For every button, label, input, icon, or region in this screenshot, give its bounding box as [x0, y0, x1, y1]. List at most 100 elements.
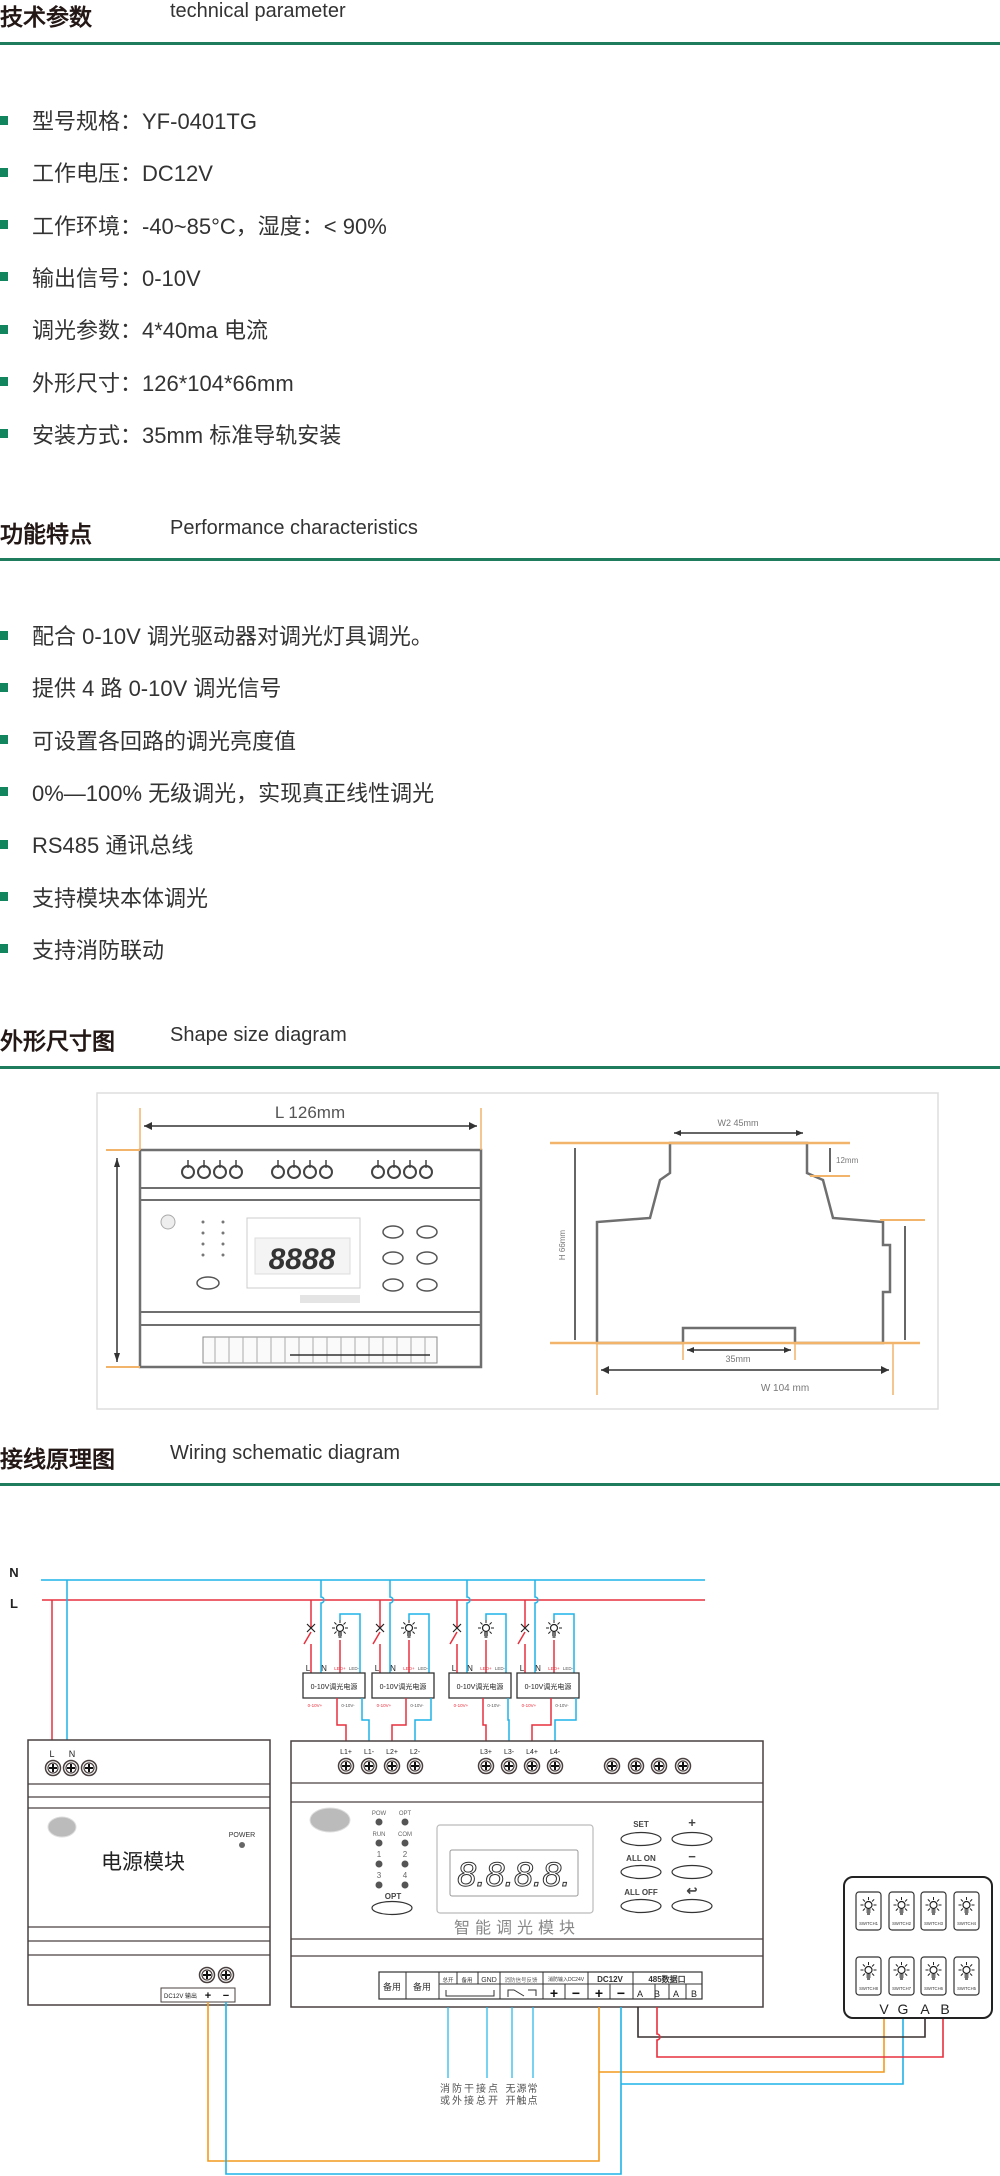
- led-dot: [201, 1231, 205, 1235]
- opt-button-label: OPT: [385, 1892, 402, 1901]
- terminal-ring: [409, 1760, 421, 1772]
- plus-icon: [365, 1762, 373, 1770]
- switch-icon: [452, 1623, 462, 1633]
- power-led: [239, 1842, 245, 1848]
- switch-label: SWITCH4: [957, 1921, 977, 1926]
- keypad-switch-button[interactable]: [920, 1891, 947, 1931]
- bus-label-n: N: [9, 1565, 18, 1580]
- bulb-icon: [962, 1965, 971, 1975]
- bulb-icon: [404, 1623, 414, 1633]
- terminal-ring: [526, 1760, 538, 1772]
- button-label: SET: [633, 1820, 649, 1829]
- switch-icon: [520, 1623, 530, 1633]
- keypad-switch-button[interactable]: [888, 1891, 915, 1931]
- section-title-cn: 功能特点: [0, 522, 92, 548]
- terminal-label: L3-: [504, 1749, 515, 1756]
- bulb-ray: [412, 1631, 416, 1635]
- switch-label: SWITCH5: [957, 1986, 977, 1991]
- bulb-icon: [929, 1900, 938, 1910]
- signal-minus-wire: [554, 1698, 577, 1741]
- keypad-switch-button[interactable]: [953, 1891, 980, 1931]
- bulb-ray: [969, 1963, 973, 1967]
- bulb-icon: [897, 1965, 906, 1975]
- driver-neutral-wire: [534, 1580, 539, 1673]
- keypad-pin-label: V: [879, 2001, 889, 2017]
- list-item: 工作电压：DC12V: [0, 157, 213, 187]
- bullet-square-icon: [0, 324, 8, 334]
- section-title-en: Performance characteristics: [170, 517, 418, 539]
- led-minus-label: LED-: [349, 1666, 360, 1671]
- keypad-button[interactable]: [671, 1831, 713, 1847]
- list-item-text: 安装方式：35mm 标准导轨安装: [32, 422, 342, 448]
- terminal-ring: [630, 1760, 642, 1772]
- section-title-en: Wiring schematic diagram: [170, 1442, 401, 1464]
- driver-n-label: N: [390, 1664, 396, 1673]
- keypad-button[interactable]: [671, 1898, 713, 1914]
- bulb-ray: [969, 1973, 973, 1977]
- fire-feedback-label: 消防信号反馈: [504, 1976, 538, 1984]
- bullet-square-icon: [0, 272, 8, 282]
- keypad-button[interactable]: [620, 1831, 662, 1847]
- led-label: POW: [372, 1811, 387, 1817]
- list-item: 可设置各回路的调光亮度值: [0, 725, 296, 755]
- plus-sign: +: [595, 1985, 603, 2001]
- led-minus-wire: [553, 1613, 575, 1673]
- keypad-button[interactable]: [671, 1864, 713, 1880]
- bulb-ray: [960, 1963, 964, 1967]
- power-module-name: 电源模块: [101, 1851, 185, 1874]
- keypad-switch-button[interactable]: [888, 1956, 915, 1996]
- led-dot: [221, 1220, 225, 1224]
- section-header-shape-size: 外形尺寸图 Shape size diagram: [0, 1022, 1000, 1062]
- plus-icon: [632, 1762, 640, 1770]
- led-dot: [221, 1231, 225, 1235]
- bulb-icon: [897, 1900, 906, 1910]
- dimming-driver-box: [516, 1672, 580, 1699]
- section-divider: [0, 1066, 1000, 1069]
- plus-sign: +: [550, 1985, 558, 2001]
- led-dot: [201, 1220, 205, 1224]
- switch-label: SWITCH6: [924, 1986, 944, 1991]
- bulb-ray: [904, 1973, 908, 1977]
- signal-minus-wire: [507, 1698, 510, 1741]
- bulb-ray: [927, 1963, 931, 1967]
- bulb-ray: [960, 1908, 964, 1912]
- bus-terminal-label: B: [654, 1989, 660, 1999]
- keypad-button[interactable]: [620, 1898, 662, 1914]
- switch-icon: [375, 1623, 385, 1633]
- list-item: 支持消防联动: [0, 934, 164, 964]
- bulb-icon: [864, 1900, 873, 1910]
- plus-icon: [551, 1762, 559, 1770]
- note-text: 消防干接点: [440, 2082, 500, 2095]
- keypad-switch-button[interactable]: [953, 1956, 980, 1996]
- terminal-label: L2+: [386, 1749, 398, 1756]
- terminal-ring: [480, 1760, 492, 1772]
- terminal-ring: [47, 1762, 59, 1774]
- terminal-ring: [503, 1760, 515, 1772]
- keypad-switch-button[interactable]: [855, 1956, 882, 1996]
- dc12v-minus-wire: [225, 2002, 904, 2175]
- driver-neutral-wire: [389, 1580, 394, 1673]
- plus-icon: [411, 1762, 419, 1770]
- terminal-label: L2-: [410, 1749, 421, 1756]
- section-header-performance: 功能特点 Performance characteristics: [0, 515, 1000, 555]
- bulb-ray: [904, 1898, 908, 1902]
- section-title-en: Shape size diagram: [170, 1024, 347, 1046]
- led-display-digits: 8.8.8.8.: [457, 1856, 570, 1894]
- section-divider: [0, 558, 1000, 561]
- bullet-square-icon: [0, 892, 8, 901]
- plus-icon: [505, 1762, 513, 1770]
- keypad-switch-button[interactable]: [920, 1956, 947, 1996]
- led-plus-label: LED+: [403, 1666, 415, 1671]
- status-led: [401, 1860, 409, 1868]
- led-plus-label: LED+: [480, 1666, 492, 1671]
- led-minus-wire: [408, 1613, 430, 1673]
- keypad-switch-button[interactable]: [855, 1891, 882, 1931]
- bulb-base: [931, 1974, 936, 1980]
- length-label: L 126mm: [275, 1103, 345, 1122]
- minus-sign: −: [572, 1985, 580, 2001]
- keypad-button[interactable]: [620, 1864, 662, 1880]
- opt-button[interactable]: [371, 1900, 413, 1916]
- dimming-driver-title: 0-10V调光电源: [457, 1682, 504, 1691]
- bus-terminal-label: A: [637, 1989, 643, 1999]
